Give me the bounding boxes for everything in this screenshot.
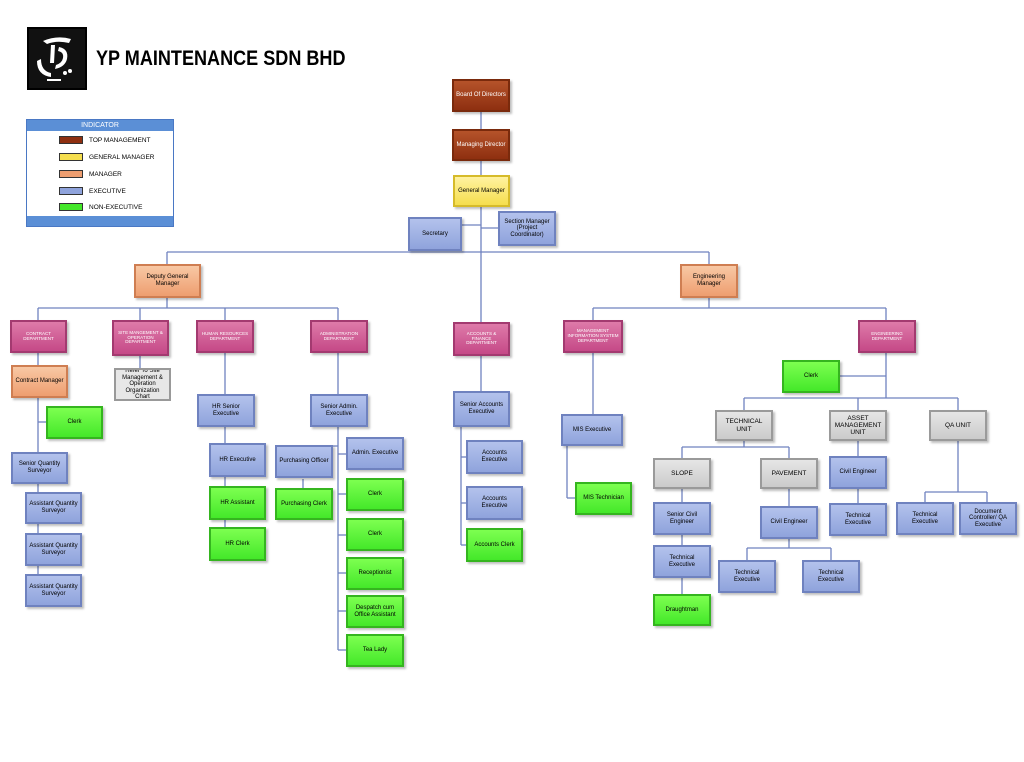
node-secretary[interactable]: Secretary: [408, 217, 462, 251]
node-assistant-quantity-surveyor-3[interactable]: Assistant Quantity Surveyor: [25, 574, 82, 607]
node-engineering-department[interactable]: ENGINEERING DEPARTMENT: [858, 320, 916, 353]
legend-swatch: [59, 170, 83, 178]
node-pavement-civil-engineer[interactable]: Civil Engineer: [760, 506, 818, 539]
node-site-department[interactable]: SITE MANGEMENT & OPERATION DEPARTMENT: [112, 320, 169, 356]
company-name: YP MAINTENANCE SDN BHD: [96, 47, 346, 70]
node-administration-department[interactable]: ADMINISTRATION DEPARTMENT: [310, 320, 368, 353]
node-qa-unit[interactable]: QA UNIT: [929, 410, 987, 441]
legend-item-manager: MANAGER: [59, 169, 122, 179]
node-receptionist[interactable]: Receptionist: [346, 557, 404, 590]
node-engineering-clerk[interactable]: Clerk: [782, 360, 840, 393]
node-section-manager[interactable]: Section Manager (Project Coordinator): [498, 211, 556, 246]
node-accounts-clerk[interactable]: Accounts Clerk: [466, 528, 523, 562]
node-pavement-technical-executive-2[interactable]: Technical Executive: [802, 560, 860, 593]
node-despatch-office-assistant[interactable]: Despatch cum Office Assistant: [346, 595, 404, 628]
node-deputy-general-manager[interactable]: Deputy General Manager: [134, 264, 201, 298]
node-contract-department[interactable]: CONTRACT DEPARTMENT: [10, 320, 67, 353]
node-document-controller-qa-executive[interactable]: Document Controller/ QA Executive: [959, 502, 1017, 535]
node-hr-department[interactable]: HUMAN RESOURCES DEPARTMENT: [196, 320, 254, 353]
legend-label: TOP MANAGEMENT: [89, 136, 151, 144]
node-accounts-executive-2[interactable]: Accounts Executive: [466, 486, 523, 520]
node-site-reference-note[interactable]: Refer To Site Management & Operation Org…: [114, 368, 171, 401]
node-asset-civil-engineer[interactable]: Civil Engineer: [829, 456, 887, 489]
logo-emblem-icon: [37, 37, 72, 81]
node-contract-manager[interactable]: Contract Manager: [11, 365, 68, 398]
node-purchasing-clerk[interactable]: Purchasing Clerk: [275, 488, 333, 520]
legend-label: NON-EXECUTIVE: [89, 203, 143, 211]
legend-title: INDICATOR: [27, 120, 173, 131]
node-contract-clerk[interactable]: Clerk: [46, 406, 103, 439]
node-draughtman[interactable]: Draughtman: [653, 594, 711, 626]
legend-swatch: [59, 203, 83, 211]
node-qa-technical-executive[interactable]: Technical Executive: [896, 502, 954, 535]
node-slope[interactable]: SLOPE: [653, 458, 711, 489]
node-managing-director[interactable]: Managing Director: [452, 129, 510, 161]
node-slope-technical-executive[interactable]: Technical Executive: [653, 545, 711, 578]
node-hr-senior-executive[interactable]: HR Senior Executive: [197, 394, 255, 427]
node-general-manager[interactable]: General Manager: [453, 175, 510, 207]
legend-label: MANAGER: [89, 170, 122, 178]
legend-label: GENERAL MANAGER: [89, 153, 155, 161]
node-pavement-technical-executive-1[interactable]: Technical Executive: [718, 560, 776, 593]
node-engineering-manager[interactable]: Engineering Manager: [680, 264, 738, 298]
legend-item-executive: EXECUTIVE: [59, 186, 126, 196]
node-technical-unit[interactable]: TECHNICAL UNIT: [715, 410, 773, 441]
legend: INDICATOR TOP MANAGEMENT GENERAL MANAGER…: [26, 119, 174, 227]
legend-label: EXECUTIVE: [89, 187, 126, 195]
node-accounts-department[interactable]: ACCOUNTS & FINANCE DEPARTMENT: [453, 322, 510, 356]
node-hr-assistant[interactable]: HR Assistant: [209, 486, 266, 520]
legend-item-top-management: TOP MANAGEMENT: [59, 135, 151, 145]
node-admin-clerk-2[interactable]: Clerk: [346, 518, 404, 551]
node-senior-quantity-surveyor[interactable]: Senior Quantity Surveyor: [11, 452, 68, 484]
legend-swatch: [59, 187, 83, 195]
node-senior-civil-engineer[interactable]: Senior Civil Engineer: [653, 502, 711, 535]
node-admin-clerk-1[interactable]: Clerk: [346, 478, 404, 511]
node-purchasing-officer[interactable]: Purchasing Officer: [275, 445, 333, 478]
legend-item-general-manager: GENERAL MANAGER: [59, 152, 155, 162]
legend-item-non-executive: NON-EXECUTIVE: [59, 202, 142, 212]
legend-swatch: [59, 153, 83, 161]
node-senior-admin-executive[interactable]: Senior Admin. Executive: [310, 394, 368, 427]
node-assistant-quantity-surveyor-1[interactable]: Assistant Quantity Surveyor: [25, 492, 82, 524]
node-pavement[interactable]: PAVEMENT: [760, 458, 818, 489]
node-admin-executive[interactable]: Admin. Executive: [346, 437, 404, 470]
node-mis-technician[interactable]: MIS Technician: [575, 482, 632, 515]
node-mis-department[interactable]: MANAGEMENT INFORMATION SYSTEM DEPARTMENT: [563, 320, 623, 353]
node-asset-technical-executive[interactable]: Technical Executive: [829, 503, 887, 536]
node-assistant-quantity-surveyor-2[interactable]: Assistant Quantity Surveyor: [25, 533, 82, 566]
company-logo: [27, 27, 87, 90]
node-accounts-executive-1[interactable]: Accounts Executive: [466, 440, 523, 474]
node-mis-executive[interactable]: MIS Executive: [561, 414, 623, 446]
node-senior-accounts-executive[interactable]: Senior Accounts Executive: [453, 391, 510, 427]
legend-swatch: [59, 136, 83, 144]
legend-footer: [27, 216, 173, 226]
node-tea-lady[interactable]: Tea Lady: [346, 634, 404, 667]
node-asset-management-unit[interactable]: ASSET MANAGEMENT UNIT: [829, 410, 887, 441]
node-hr-clerk[interactable]: HR Clerk: [209, 527, 266, 561]
node-hr-executive[interactable]: HR Executive: [209, 443, 266, 477]
node-board-of-directors[interactable]: Board Of Directors: [452, 79, 510, 112]
